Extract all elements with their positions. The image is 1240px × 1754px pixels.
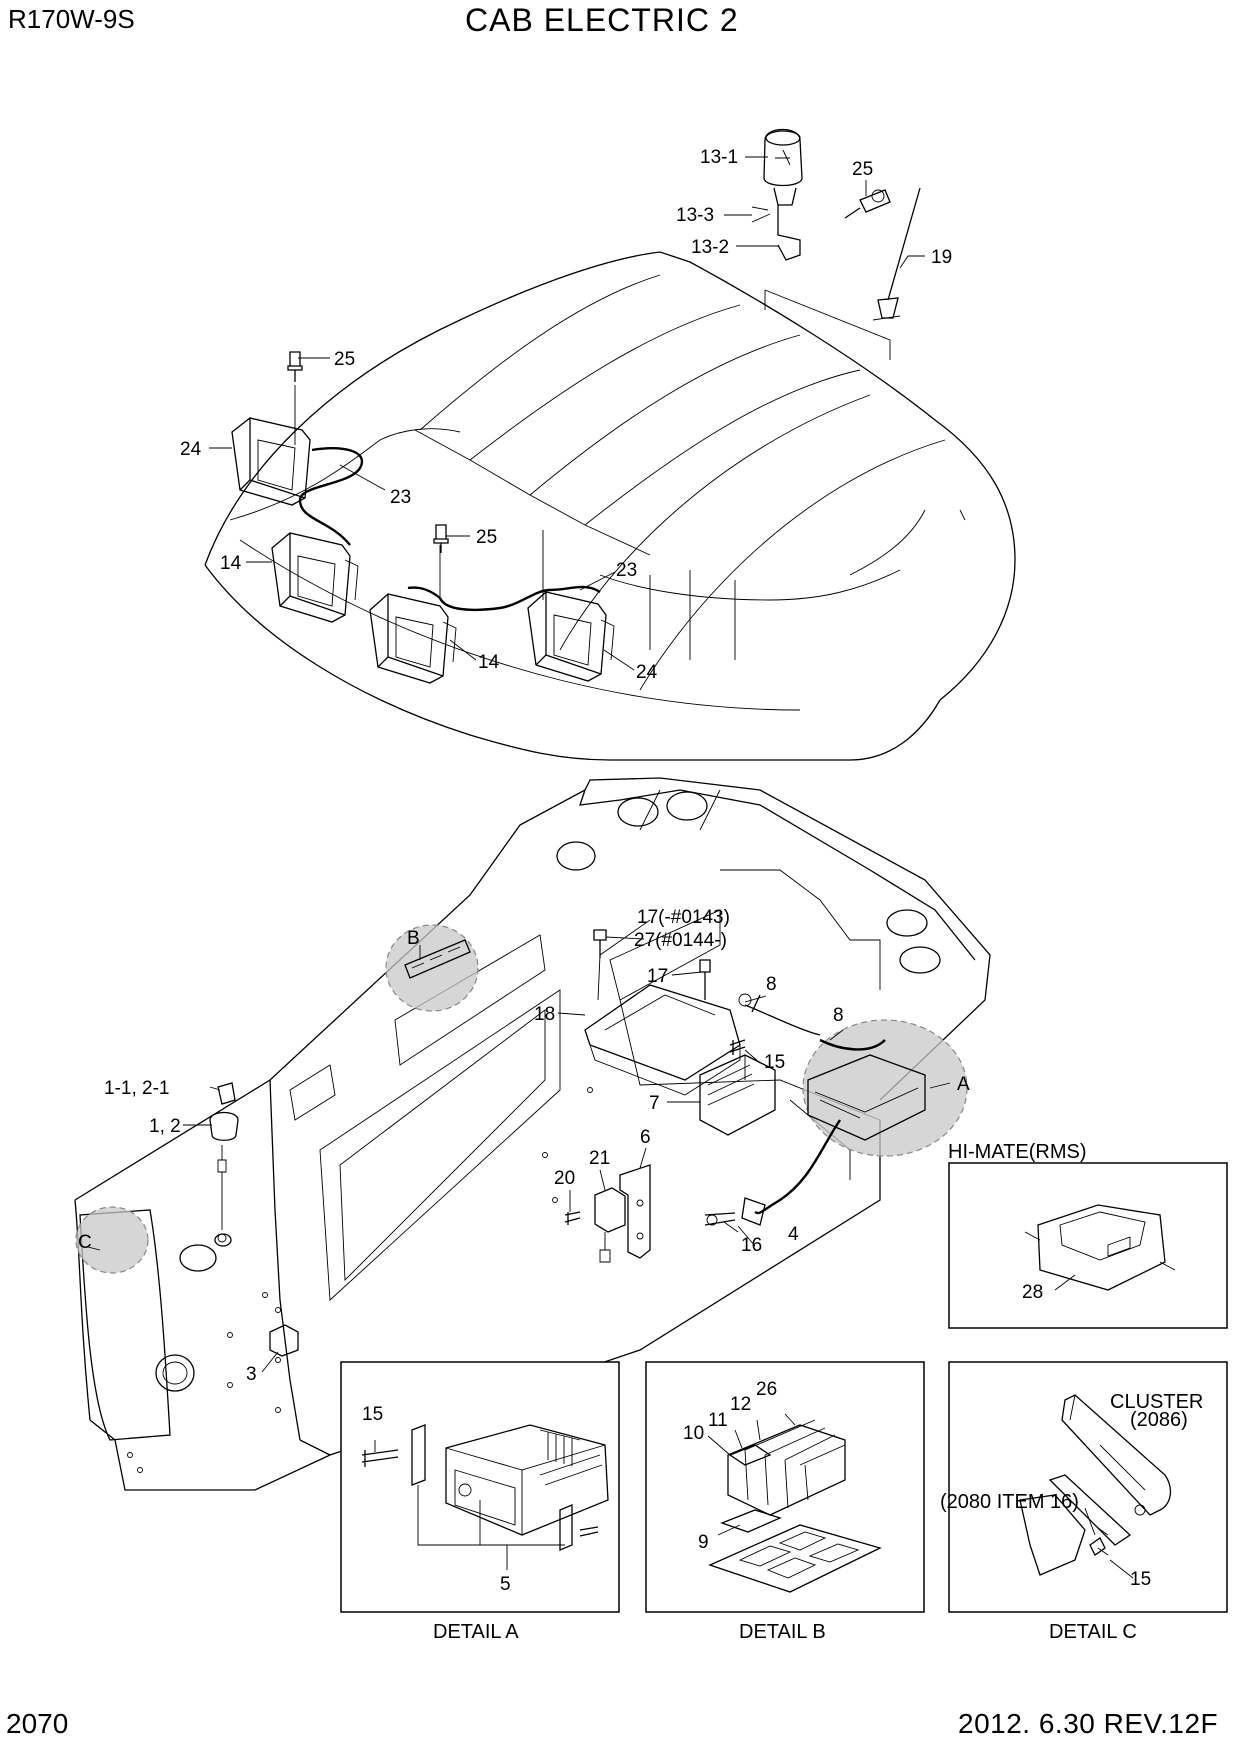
detail-b-switches-icon	[708, 1419, 882, 1593]
detail-c-cluster-label: CLUSTER	[1110, 1391, 1203, 1413]
detail-a-bracket-right-icon	[559, 1504, 599, 1551]
callout-6: 6	[640, 1127, 651, 1148]
callout-detail-c-marker: C	[78, 1232, 92, 1253]
bolt-15-icon	[729, 1039, 746, 1055]
callout-25-mid: 25	[476, 527, 497, 548]
detail-c-highlight	[75, 1206, 149, 1274]
callout-8-lower: 8	[833, 1005, 844, 1026]
radio-unit-icon	[807, 1038, 926, 1141]
work-lamp-24-rear-icon	[231, 417, 311, 506]
switch-panel-icon	[404, 939, 471, 979]
callout-23-left: 23	[390, 487, 411, 508]
connector-3-icon	[269, 1324, 299, 1357]
detail-c-cluster-icon	[1019, 1394, 1172, 1576]
wire-harness-23-icon	[294, 385, 601, 612]
callout-detail-b-marker: B	[407, 928, 420, 949]
model-number: R170W-9S	[8, 4, 135, 34]
detail-a-radio-icon	[445, 1424, 609, 1536]
callout-25-left: 25	[334, 349, 355, 370]
bolt-25-mid-icon	[433, 524, 449, 553]
callout-20: 20	[554, 1168, 575, 1189]
callout-13-2: 13-2	[691, 237, 729, 258]
detail-a-caption: DETAIL A	[433, 1621, 519, 1643]
detail-b-panel	[645, 1361, 925, 1613]
callout-17-early: 17(-#0143)	[637, 907, 730, 928]
page-title: CAB ELECTRIC 2	[465, 2, 739, 38]
page-number: 2070	[6, 1708, 69, 1739]
rms-unit-icon	[1024, 1204, 1176, 1291]
hi-mate-panel	[948, 1162, 1228, 1329]
screw-17-icon	[699, 959, 711, 1000]
callout-25-top: 25	[852, 159, 873, 180]
callout-3: 3	[246, 1364, 257, 1385]
callout-labels: 13-1 13-3 13-2 25 19 25 24 23 25 14 23 1…	[78, 147, 1203, 1643]
detail-c-callout-15: 15	[1130, 1569, 1151, 1590]
screw-27-icon	[593, 929, 607, 958]
callout-15: 15	[764, 1052, 785, 1073]
callout-27: 27(#0144-)	[634, 930, 727, 951]
callout-24-rear: 24	[180, 439, 202, 460]
callout-1-2: 1, 2	[149, 1116, 181, 1137]
detail-a-bracket-left-icon	[361, 1424, 426, 1486]
bracket-18-icon	[584, 984, 741, 1096]
detail-b-callout-9: 9	[698, 1532, 709, 1553]
detail-c-caption: DETAIL C	[1049, 1621, 1137, 1643]
detail-b-caption: DETAIL B	[739, 1621, 826, 1643]
callout-13-1: 13-1	[700, 147, 738, 168]
cab-roof-drawing	[204, 251, 1016, 761]
controller-7-icon	[699, 1054, 776, 1136]
detail-c-panel	[948, 1361, 1228, 1613]
detail-a-callout-5: 5	[500, 1574, 511, 1595]
detail-b-callout-12: 12	[730, 1394, 751, 1415]
detail-a-highlight	[802, 1019, 968, 1157]
key-switch-icon	[209, 1082, 239, 1243]
antenna-icon	[872, 187, 921, 321]
callout-18: 18	[534, 1004, 555, 1025]
callout-23-right: 23	[616, 560, 637, 581]
callout-14-center: 14	[478, 652, 500, 673]
bolt-25-top-icon	[844, 189, 891, 219]
detail-c-cluster-ref: (2086)	[1130, 1409, 1188, 1431]
bolt-25-left-icon	[287, 351, 303, 382]
hi-mate-caption: HI-MATE(RMS)	[948, 1141, 1087, 1163]
callout-4: 4	[788, 1224, 799, 1245]
leader-lines	[87, 156, 1134, 1579]
wire-4-icon	[704, 1119, 841, 1226]
work-lamp-14-left-icon	[271, 532, 359, 623]
detail-b-callout-10: 10	[683, 1423, 704, 1444]
callout-13-3: 13-3	[676, 205, 714, 226]
detail-b-callout-11: 11	[708, 1410, 728, 1431]
detail-a-callout-15: 15	[362, 1404, 383, 1425]
callout-14-left: 14	[220, 553, 242, 574]
detail-a-panel	[340, 1361, 620, 1613]
detail-c-item-ref: (2080 ITEM 16)	[940, 1491, 1079, 1513]
callout-19: 19	[931, 247, 952, 268]
callout-17: 17	[647, 966, 668, 987]
callout-7: 7	[649, 1093, 660, 1114]
bracket-6-icon	[619, 1164, 651, 1259]
callout-8-upper: 8	[766, 974, 777, 995]
callout-21: 21	[589, 1148, 610, 1169]
relay-21-icon	[594, 1187, 626, 1263]
screw-20-icon	[564, 1211, 581, 1225]
callout-28: 28	[1022, 1282, 1043, 1303]
callout-detail-a-marker: A	[957, 1074, 970, 1095]
detail-b-callout-26: 26	[756, 1379, 777, 1400]
beacon-lamp-icon	[751, 128, 803, 261]
callout-16: 16	[741, 1235, 762, 1256]
work-lamp-14-center-icon	[369, 593, 457, 684]
callout-24-right: 24	[636, 662, 658, 683]
work-lamp-24-right-icon	[527, 591, 615, 682]
revision-date: 2012. 6.30 REV.12F	[958, 1708, 1219, 1739]
callout-1-1-2-1: 1-1, 2-1	[104, 1078, 169, 1099]
